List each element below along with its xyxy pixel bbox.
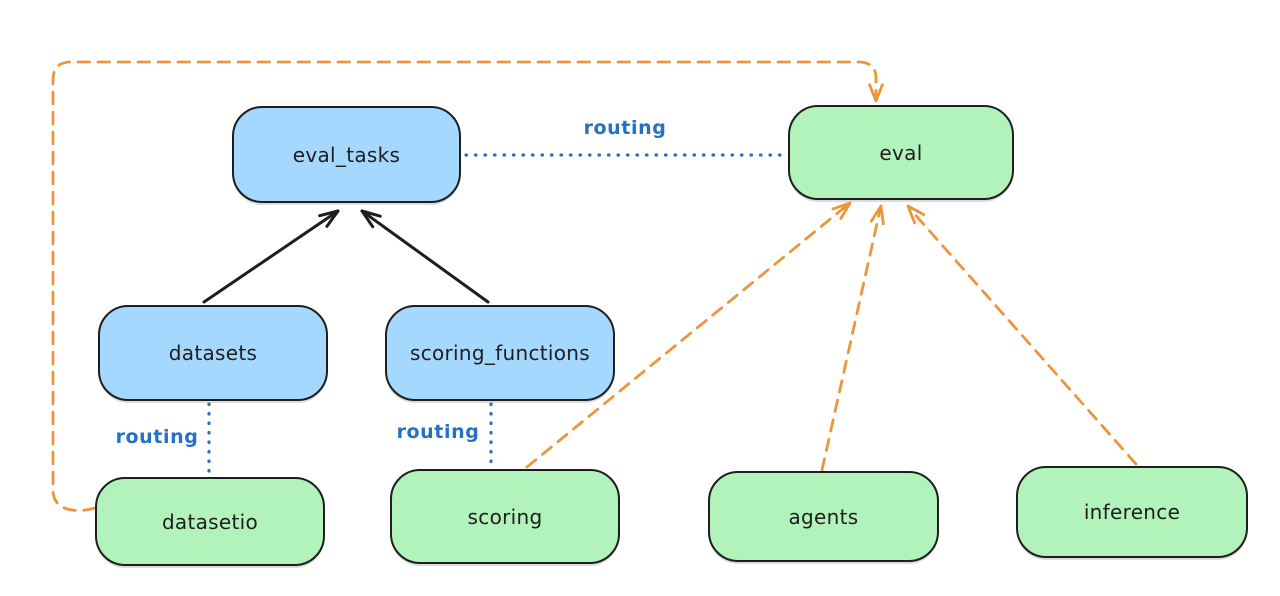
- edge-inference-to-eval: [906, 204, 1138, 466]
- edge-scoring-functions-to-eval-tasks: [360, 209, 490, 304]
- node-eval: eval: [788, 105, 1014, 200]
- node-eval-tasks-label: eval_tasks: [292, 142, 401, 167]
- arrowhead-scoring-to-eval: [831, 201, 852, 220]
- arrowhead-agents-to-eval: [869, 204, 885, 226]
- node-datasets-label: datasets: [168, 341, 258, 365]
- node-scoring-functions-label: scoring_functions: [409, 341, 591, 365]
- node-inference: inference: [1016, 466, 1248, 558]
- arrowhead-scoring-functions-to-eval-tasks: [360, 209, 382, 229]
- edge-label-routing-left: routing: [115, 426, 199, 448]
- edge-scoring-to-eval: [525, 201, 852, 469]
- node-scoring: scoring: [390, 469, 620, 564]
- node-inference-label: inference: [1083, 500, 1181, 524]
- arrowhead-datasetio-to-eval: [868, 83, 884, 103]
- edge-agents-to-eval: [820, 204, 885, 472]
- edge-datasets-to-eval-tasks: [202, 209, 340, 304]
- node-datasetio-label: datasetio: [161, 509, 259, 534]
- edge-label-routing-mid: routing: [396, 421, 480, 443]
- node-eval-label: eval: [879, 140, 923, 165]
- arrowhead-inference-to-eval: [906, 204, 926, 225]
- edge-datasetio-to-eval: [51, 60, 884, 512]
- node-scoring-label: scoring: [467, 504, 543, 529]
- node-datasetio: datasetio: [95, 477, 325, 566]
- node-eval-tasks: eval_tasks: [232, 106, 461, 203]
- arrowhead-datasets-to-eval-tasks: [318, 209, 340, 228]
- node-agents: agents: [708, 471, 939, 562]
- node-agents-label: agents: [788, 504, 859, 529]
- edge-label-routing-top: routing: [583, 117, 667, 139]
- node-datasets: datasets: [98, 305, 328, 401]
- node-scoring-functions: scoring_functions: [385, 305, 615, 401]
